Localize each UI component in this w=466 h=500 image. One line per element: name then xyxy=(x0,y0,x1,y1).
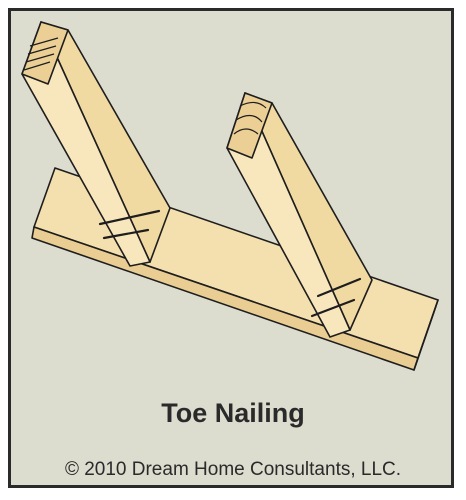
nails xyxy=(98,209,362,318)
nail-left-lower xyxy=(102,228,150,240)
nail-right-lower xyxy=(310,298,356,318)
right-stud xyxy=(226,92,373,338)
copyright-notice: © 2010 Dream Home Consultants, LLC. xyxy=(64,459,402,480)
diagram-title: Toe Nailing xyxy=(161,398,305,428)
nail-right-upper xyxy=(316,277,362,298)
left-stud xyxy=(21,21,171,267)
nail-left-upper xyxy=(98,209,161,226)
